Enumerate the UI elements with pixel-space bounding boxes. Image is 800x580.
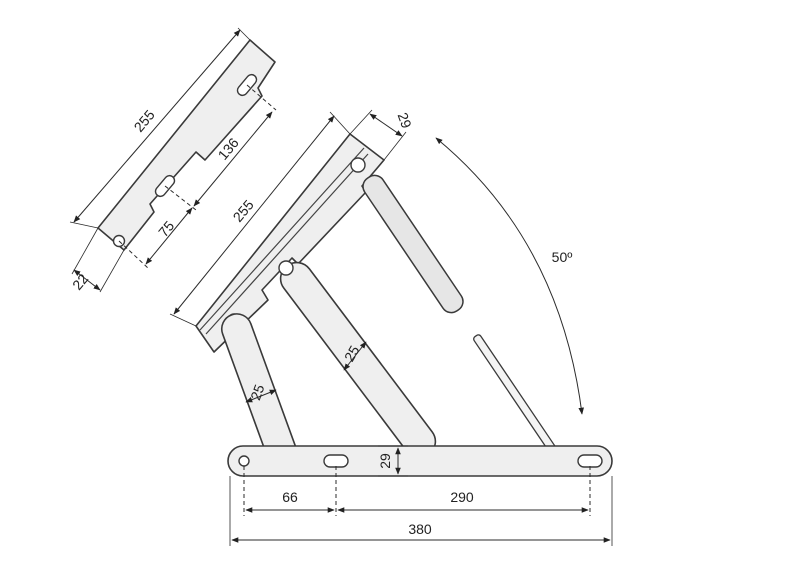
long-link-top-pin bbox=[278, 260, 294, 276]
label-short-link-width: 25 bbox=[247, 382, 267, 402]
loose-arm bbox=[97, 39, 276, 251]
angle-indicator: 50º bbox=[435, 137, 584, 415]
label-base-span-left: 66 bbox=[282, 489, 298, 505]
strut-rod bbox=[473, 334, 557, 454]
dimension-mounted-arm-end: 29 bbox=[349, 109, 415, 161]
label-mounted-arm-length: 255 bbox=[230, 197, 257, 225]
base-slot-right bbox=[577, 454, 603, 468]
dimension-short-link-width: 25 bbox=[245, 382, 277, 403]
dimension-base-height: 29 bbox=[377, 445, 408, 477]
base-hole-left bbox=[238, 455, 250, 467]
label-loose-arm-length: 255 bbox=[131, 107, 158, 135]
label-base-total: 380 bbox=[408, 521, 432, 537]
strut-top-pin bbox=[350, 157, 366, 173]
label-mounted-arm-end: 29 bbox=[395, 110, 415, 130]
dimension-base-spans: 66 290 380 bbox=[229, 466, 613, 546]
label-long-link-width: 25 bbox=[341, 343, 363, 365]
label-hole-offset: 75 bbox=[155, 218, 177, 240]
label-base-height: 29 bbox=[377, 453, 393, 469]
base-slot-left bbox=[323, 454, 349, 468]
label-opening-angle: 50º bbox=[552, 249, 573, 265]
long-link bbox=[278, 260, 446, 468]
strut-cylinder bbox=[362, 174, 464, 314]
label-base-span-right: 290 bbox=[450, 489, 474, 505]
base-plate bbox=[227, 445, 613, 477]
dimension-long-link-width: 25 bbox=[341, 341, 367, 371]
